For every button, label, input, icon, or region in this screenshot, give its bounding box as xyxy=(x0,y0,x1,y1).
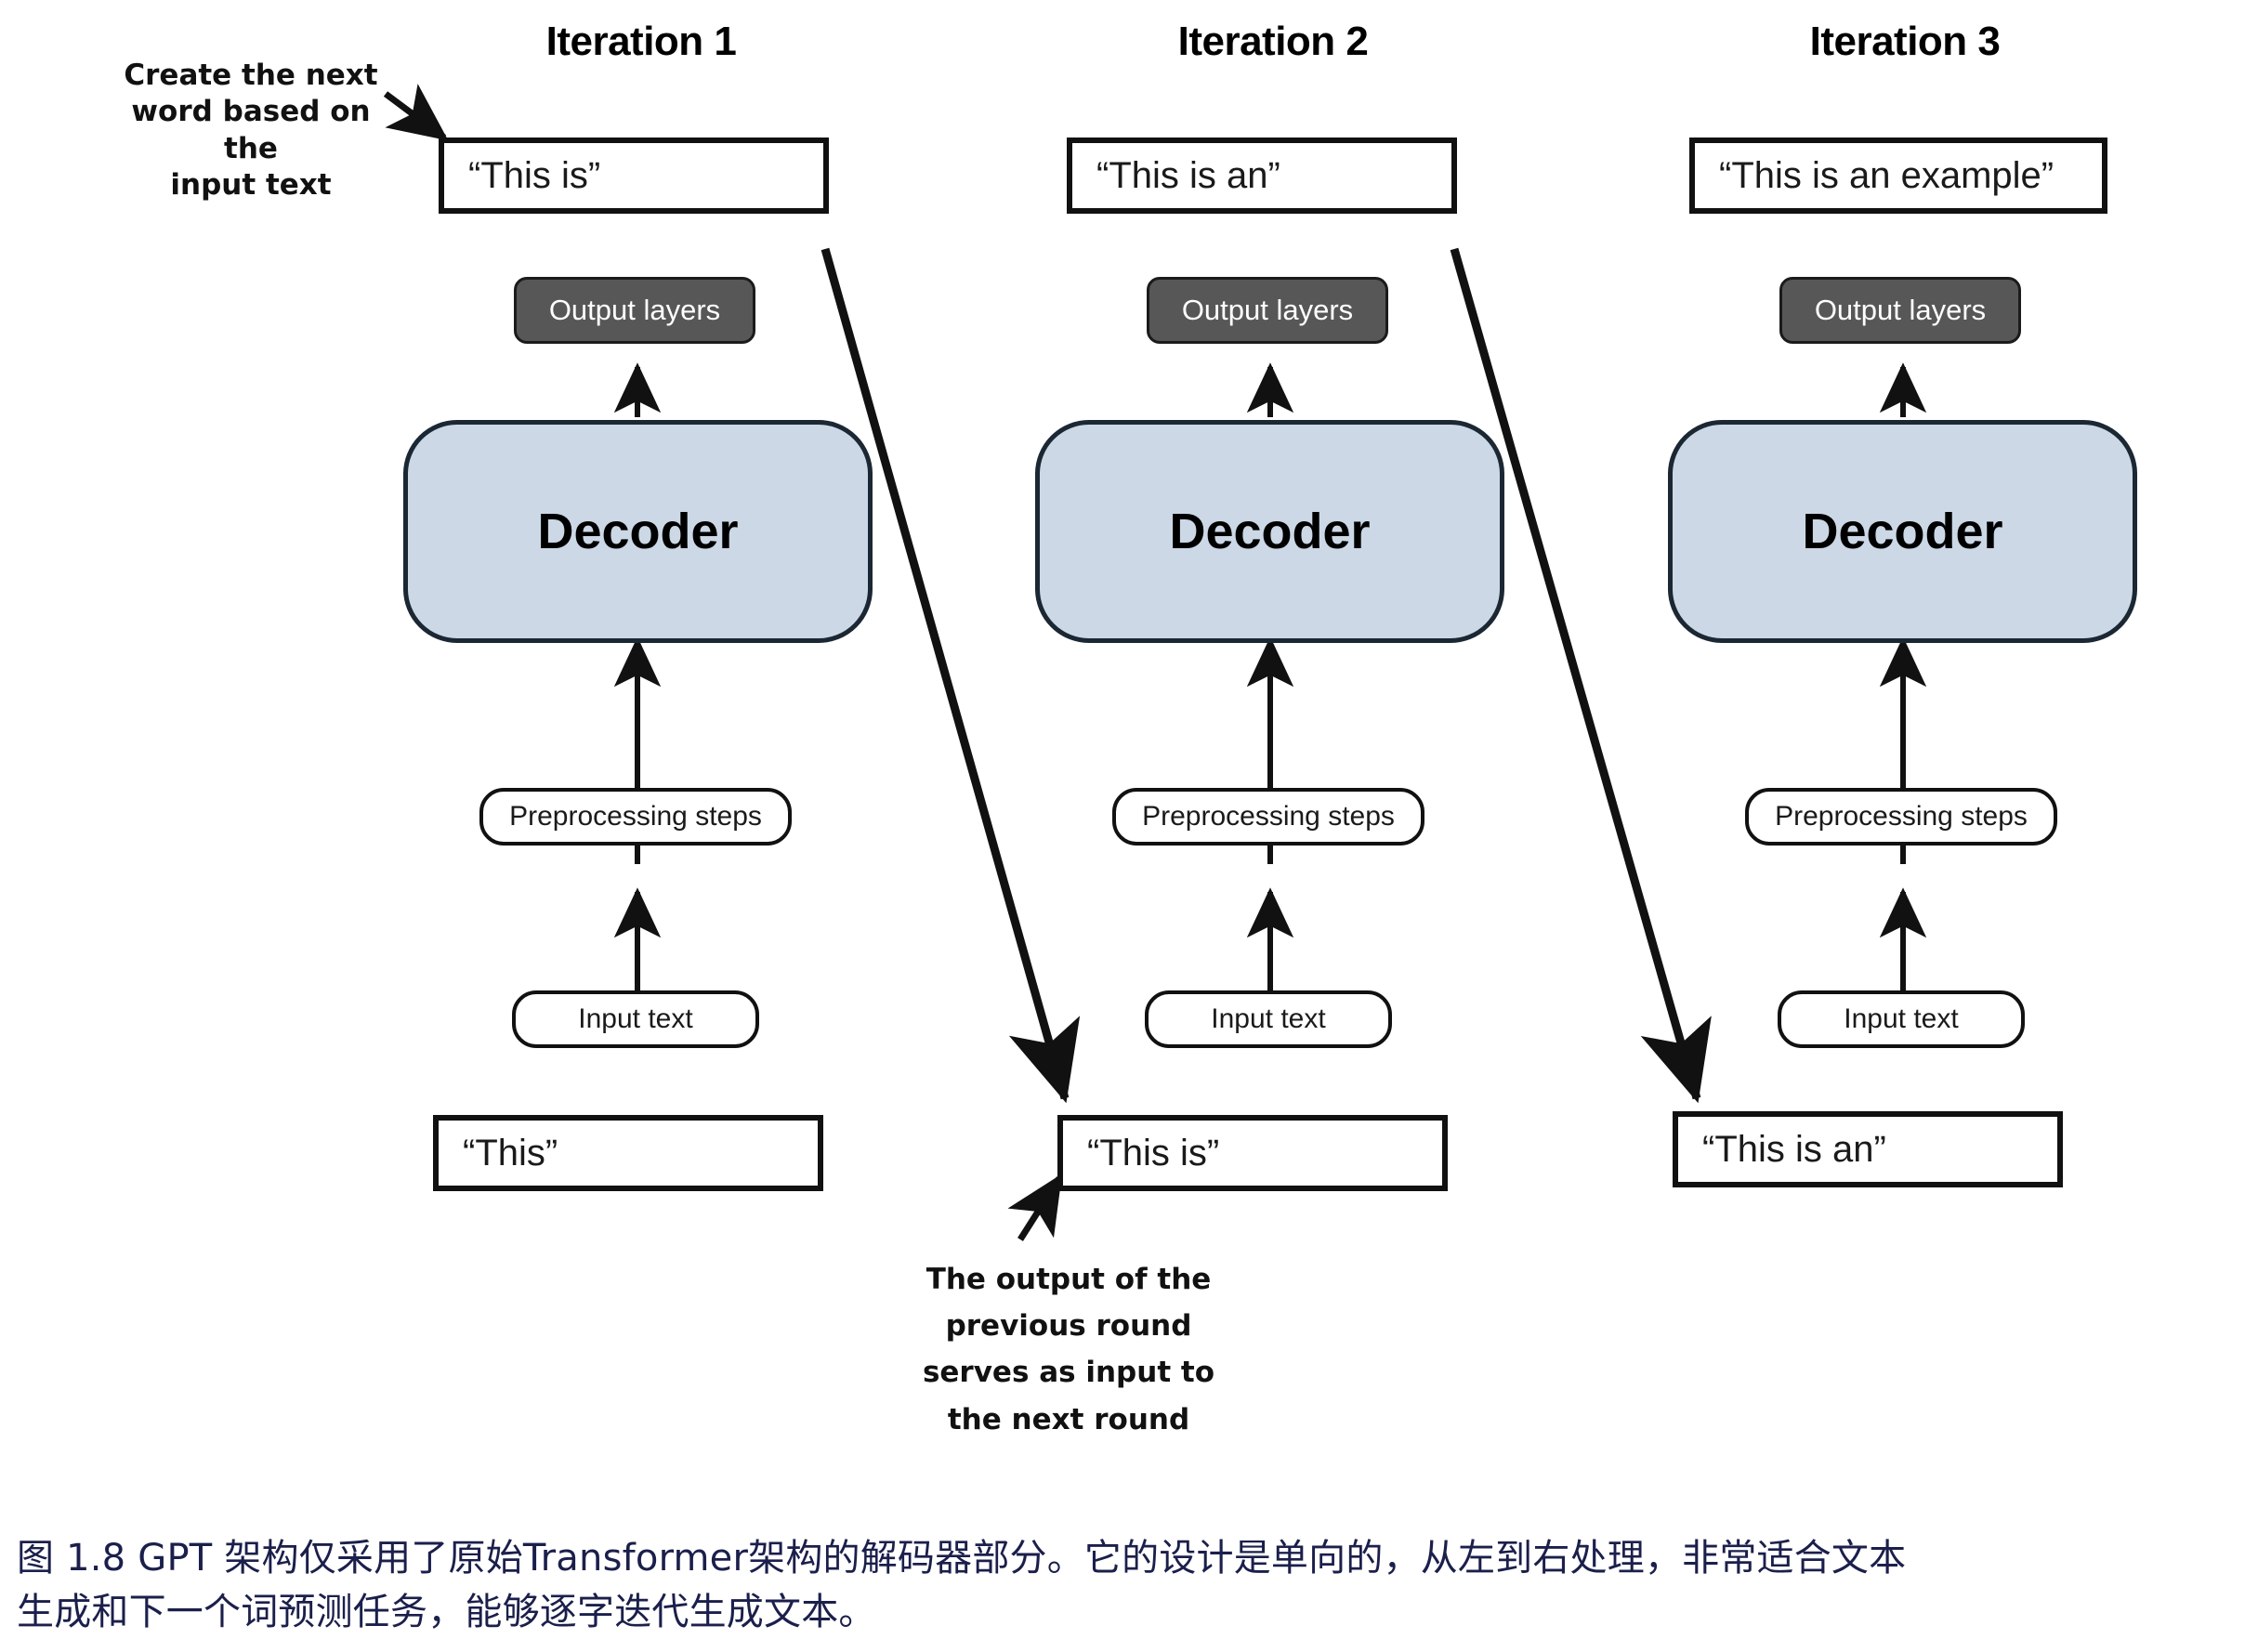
preprocessing-steps-iteration-3: Preprocessing steps xyxy=(1745,788,2057,846)
annotation-create-next-word-line-1: Create the next xyxy=(124,59,378,92)
input-textbox-iteration-3: “This is an” xyxy=(1673,1111,2063,1187)
output-layers-block-iteration-3: Output layers xyxy=(1779,277,2021,344)
preprocessing-steps-iteration-2: Preprocessing steps xyxy=(1112,788,1424,846)
input-text-block-iteration-2: Input text xyxy=(1145,990,1392,1048)
annotation-create-next-word-line-2: word based on the xyxy=(131,95,371,165)
decoder-block-iteration-3: Decoder xyxy=(1668,420,2137,643)
annotation-previous-round-output: The output of the previous round serves … xyxy=(892,1256,1245,1443)
output-layers-block-iteration-2: Output layers xyxy=(1147,277,1388,344)
arrow-iteration2-output-to-iteration3-input xyxy=(1450,247,1712,1104)
input-textbox-iteration-1: “This” xyxy=(433,1115,823,1191)
annotation-create-next-word-line-3: input text xyxy=(170,168,332,203)
arrow-annotation-previous-round-output xyxy=(1007,1173,1063,1241)
output-textbox-iteration-1: “This is” xyxy=(439,138,829,214)
figure-caption-line-2: 生成和下一个词预测任务，能够逐字迭代生成文本。 xyxy=(17,1591,876,1633)
column-title-iteration-3: Iteration 3 xyxy=(1809,19,2001,64)
input-text-block-iteration-3: Input text xyxy=(1778,990,2025,1048)
figure-caption: 图 1.8 GPT 架构仅采用了原始Transformer架构的解码器部分。它的… xyxy=(17,1531,2247,1639)
input-text-block-iteration-1: Input text xyxy=(512,990,759,1048)
output-textbox-iteration-3: “This is an example” xyxy=(1689,138,2107,214)
output-textbox-iteration-2: “This is an” xyxy=(1067,138,1457,214)
decoder-block-iteration-2: Decoder xyxy=(1035,420,1504,643)
annotation-create-next-word: Create the next word based on the input … xyxy=(102,58,400,203)
figure-caption-line-1: 图 1.8 GPT 架构仅采用了原始Transformer架构的解码器部分。它的… xyxy=(17,1537,1907,1580)
annotation-previous-round-line-1: The output of the xyxy=(926,1263,1212,1296)
annotation-previous-round-line-2: previous round xyxy=(945,1309,1192,1344)
annotation-previous-round-line-4: the next round xyxy=(947,1402,1190,1436)
column-title-iteration-2: Iteration 2 xyxy=(1177,19,1369,64)
arrow-iteration1-output-to-iteration2-input xyxy=(820,247,1081,1104)
column-title-iteration-1: Iteration 1 xyxy=(545,19,737,64)
input-textbox-iteration-2: “This is” xyxy=(1057,1115,1448,1191)
preprocessing-steps-iteration-1: Preprocessing steps xyxy=(479,788,792,846)
annotation-previous-round-line-3: serves as input to xyxy=(922,1356,1215,1390)
output-layers-block-iteration-1: Output layers xyxy=(514,277,755,344)
decoder-block-iteration-1: Decoder xyxy=(403,420,873,643)
